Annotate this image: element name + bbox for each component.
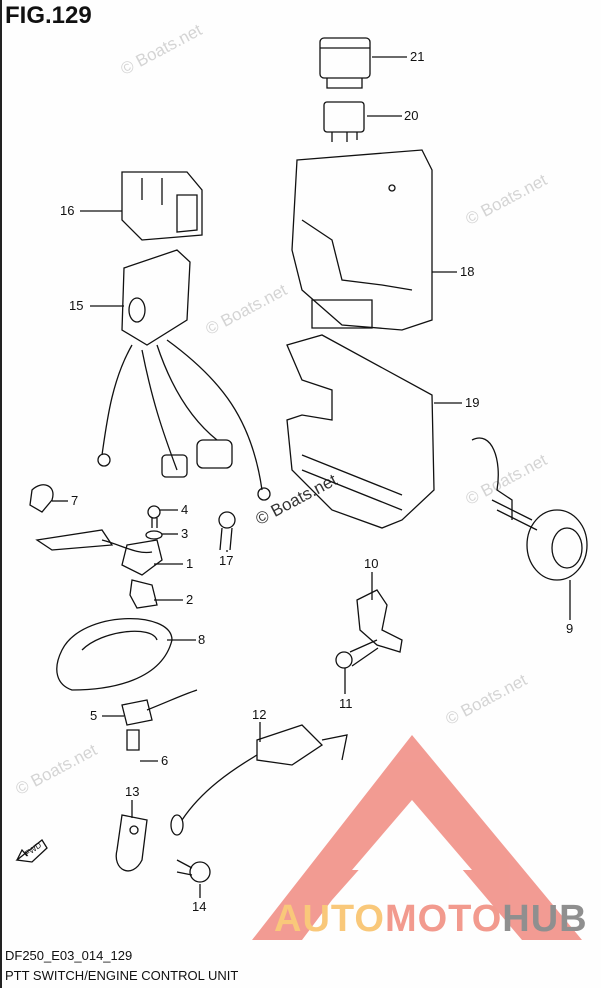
leader-lines	[52, 56, 571, 898]
switch-9	[471, 437, 588, 581]
callout-21: 21	[410, 49, 425, 64]
screw-14	[176, 859, 211, 883]
callout-3: 3	[181, 526, 189, 541]
holder-19	[286, 334, 435, 529]
washer-3	[145, 530, 163, 540]
relay-21	[319, 37, 371, 89]
callout-18: 18	[460, 264, 475, 279]
callout-4: 4	[181, 502, 189, 517]
callout-1: 1	[186, 556, 194, 571]
figure-code: DF250_E03_014_129	[5, 948, 133, 963]
bracket	[35, 529, 153, 554]
callout-19: 19	[465, 395, 480, 410]
callout-15: 15	[69, 298, 84, 313]
callout-13: 13	[125, 784, 140, 799]
bolt-11	[335, 639, 379, 669]
callout-2: 2	[186, 592, 194, 607]
callout-20: 20	[404, 108, 419, 123]
relay-20	[323, 101, 365, 142]
bolt-6	[126, 729, 140, 751]
fwd-arrow-icon	[15, 839, 48, 863]
harness-12	[170, 724, 348, 836]
bolt-17	[218, 511, 236, 551]
cap-2	[129, 579, 158, 609]
callout-14: 14	[192, 899, 207, 914]
callout-6: 6	[161, 753, 169, 768]
switch-1	[121, 539, 163, 576]
callout-12: 12	[252, 707, 267, 722]
automotohub-logo: AUTOMOTOHUB	[274, 898, 588, 941]
sensor-5	[121, 689, 198, 726]
callout-10: 10	[364, 556, 379, 571]
callout-16: 16	[60, 203, 75, 218]
logo-triangle	[252, 735, 582, 940]
callout-5: 5	[90, 708, 98, 723]
figure-title: PTT SWITCH/ENGINE CONTROL UNIT	[5, 968, 239, 983]
callout-9: 9	[566, 621, 574, 636]
logo-hub: HUB	[502, 898, 588, 940]
callout-8: 8	[198, 632, 206, 647]
bracket-10	[356, 589, 403, 653]
clamp-13	[115, 814, 148, 872]
module-15	[97, 249, 271, 501]
callout-11: 11	[339, 696, 353, 711]
logo-auto: AUTO	[274, 898, 385, 940]
screw-4	[147, 505, 161, 528]
callout-7: 7	[71, 493, 79, 508]
figure-label: FIG.129	[5, 2, 92, 29]
cover-16	[121, 171, 203, 241]
logo-moto: MOTO	[384, 898, 503, 940]
callout-17: 17	[219, 553, 234, 568]
switch-holder-8	[56, 617, 173, 691]
clip-7	[29, 484, 54, 513]
ecu-18	[291, 149, 433, 331]
